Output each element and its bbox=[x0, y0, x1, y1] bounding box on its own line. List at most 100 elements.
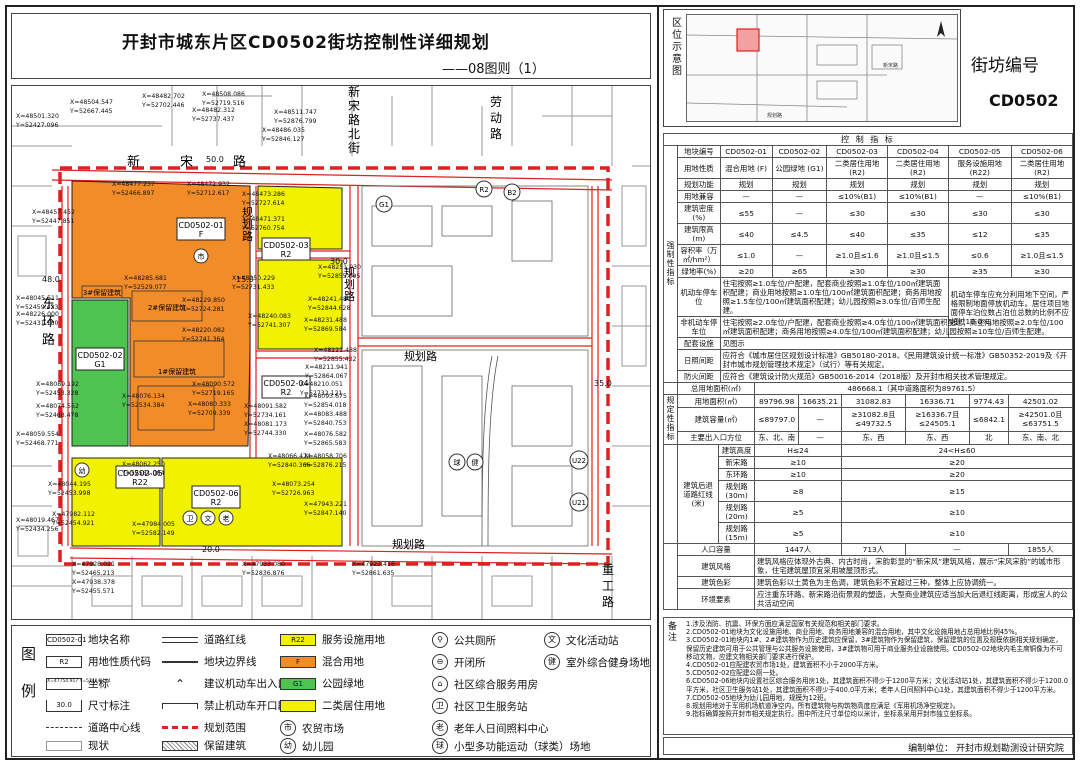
parcel-05-type: R22 bbox=[132, 478, 148, 487]
legend-ball-label: 小型多功能运动（球类）场地 bbox=[454, 740, 591, 753]
control-cell: 用地兼容 bbox=[677, 190, 721, 203]
coord-label: Y=52732.121 bbox=[299, 390, 342, 397]
notes: 备注 1.涉及消防、抗震、环保方面应满足国家有关规范和相关部门要求。2.CD05… bbox=[663, 617, 1073, 735]
inset-road-2: 规划路 bbox=[767, 112, 782, 119]
legend-res2-sample bbox=[280, 699, 316, 712]
width-50: 50.0 bbox=[206, 155, 224, 164]
control-cell bbox=[663, 382, 678, 395]
facility-markers: 市 幼 卫 文 老 球 健 G1 R2 B2 U22 U21 bbox=[74, 180, 589, 526]
parcel-cd0502-04[interactable] bbox=[257, 259, 343, 350]
market-marker: 市 bbox=[198, 252, 205, 261]
control-cell: 规划 bbox=[826, 178, 888, 191]
legend-land-code-label: 用地性质代码 bbox=[88, 656, 151, 668]
legend-dim-sample: 30.0 bbox=[46, 699, 82, 712]
coord-label: X=48058.706 bbox=[304, 453, 347, 460]
width-48: 48.0 bbox=[42, 275, 60, 284]
coordinate-labels: X=48504.547Y=52667.445X=48482.702Y=52702… bbox=[15, 91, 395, 595]
control-row: 规划功能规划规划规划规划规划规划 bbox=[664, 178, 1074, 191]
coord-label: Y=52846.127 bbox=[261, 136, 304, 143]
coord-label: X=48251.930 bbox=[318, 264, 361, 271]
control-cell: 容积率（万㎡/hm²） bbox=[677, 244, 721, 266]
coord-label: Y=52844.628 bbox=[307, 305, 350, 312]
width-35: 35.0 bbox=[594, 379, 612, 388]
coord-label: X=48226.000 bbox=[16, 311, 59, 318]
control-row: 建筑限高(m)≤40≤4.5≤40≤35≤12≤35 bbox=[664, 223, 1074, 245]
ball-marker: 球 bbox=[454, 458, 461, 467]
title-block: 开封市城东片区CD0502街坊控制性详细规划 ——08图则（1） bbox=[11, 13, 651, 79]
coord-label: Y=52468.771 bbox=[15, 440, 58, 447]
coord-label: X=48473.286 bbox=[242, 191, 285, 198]
legend-fitness-label: 室外综合健身场地 bbox=[566, 656, 650, 669]
parcel-01-type: F bbox=[199, 230, 204, 239]
width-20: 20.0 bbox=[202, 545, 220, 554]
compiler: 编制单位： 开封市规划勘测设计研究院 bbox=[663, 737, 1073, 755]
legend-existing: 现状 bbox=[46, 738, 109, 753]
control-cell: ≥1.0且≤1.5 bbox=[886, 244, 949, 266]
legend-existing-icon bbox=[46, 740, 82, 751]
road-guihua-mid-label: 规划路 bbox=[242, 205, 253, 243]
control-cell: 人口容量 bbox=[676, 543, 756, 556]
legend-comm-service-label: 社区综合服务用房 bbox=[454, 678, 538, 691]
legend-centerline: 道路中心线 bbox=[46, 720, 141, 735]
coord-label: Y=52431.180 bbox=[15, 320, 58, 327]
control-cell: 规划功能 bbox=[677, 178, 721, 191]
legend-mixed-label: 混合用地 bbox=[322, 656, 364, 668]
control-head-cell: 地块编号 bbox=[677, 145, 721, 158]
coord-label: X=48220.082 bbox=[182, 327, 225, 334]
control-cell: 配套设施 bbox=[677, 337, 721, 350]
legend-centerline-icon bbox=[46, 727, 82, 728]
parcel-06-type: R2 bbox=[211, 498, 222, 507]
control-cell: 42501.02 bbox=[1008, 393, 1073, 409]
control-cell: ≤10%(B1) bbox=[1010, 190, 1074, 203]
coord-label: Y=52741.307 bbox=[247, 322, 290, 329]
coord-label: X=48076.582 bbox=[304, 431, 347, 438]
coord-label: X=48045.511 bbox=[16, 295, 59, 302]
inset-site bbox=[736, 28, 760, 52]
control-row: 容积率（万㎡/hm²）≤1.0—≥1.0且≤1.6≥1.0且≤1.5≤0.6≥1… bbox=[664, 244, 1074, 266]
coord-label: X=48093.675 bbox=[304, 393, 347, 400]
road-guihua-south-label: 规划路 bbox=[392, 537, 425, 551]
legend-mixed-sample: F bbox=[280, 655, 316, 668]
coord-label: Y=52760.754 bbox=[241, 225, 284, 232]
coord-label: Y=52876.215 bbox=[303, 462, 346, 469]
control-wide-cell: 应符合《城市居住区规划设计标准》GB50180-2018、《民用建筑设计统一标准… bbox=[719, 349, 1074, 371]
notes-title: 备注 bbox=[668, 622, 678, 643]
coord-label: Y=52453.998 bbox=[47, 490, 90, 497]
coord-label: Y=52741.364 bbox=[181, 336, 224, 343]
coord-label: Y=52731.433 bbox=[231, 284, 274, 291]
road-widths: 50.0 48.0 15.0 30.0 35.0 20.0 bbox=[42, 155, 612, 554]
b2-marker: B2 bbox=[507, 189, 516, 197]
road-labels: 新宋路 东环路 规划路 规划路 重工路 劳动路 新宋路北街 规划路 规划路 bbox=[42, 86, 614, 609]
coord-label: X=48073.254 bbox=[272, 481, 315, 488]
control-cell: — bbox=[719, 190, 773, 203]
control-cell: 建筑后退道路红线(米) bbox=[676, 444, 720, 544]
control-cell: ≤35 bbox=[886, 223, 949, 245]
legend-entry-label: 建议机动车出入口 bbox=[204, 678, 288, 690]
inset-map[interactable]: 新宋路 规划路 bbox=[686, 14, 958, 122]
parcel-cd0502-03[interactable] bbox=[257, 185, 343, 250]
control-cell: 总用地面积(㎡) bbox=[676, 382, 756, 395]
inset-canvas: 新宋路 规划路 bbox=[687, 15, 957, 121]
control-row: 主要出入口方位东、北、南—东、西东、西北东、南、北 bbox=[664, 430, 1073, 446]
legend-parcel-name-sample: CD0502-01 bbox=[46, 633, 87, 646]
control-cell: 混合用地 (F) bbox=[719, 157, 773, 179]
road-xinsongbei-label: 新宋路北街 bbox=[348, 86, 360, 155]
control-row: 非机动车停车位住宅按照≥2.0车位/户配建，配套商业按照≥4.0车位/100㎡建… bbox=[664, 316, 1074, 338]
control-cell: 9774.43 bbox=[968, 393, 1010, 409]
parcel-cd0502-02[interactable] bbox=[71, 299, 129, 447]
parcel-05-code: CD0502-05 bbox=[117, 469, 162, 478]
control-cell: 规划 bbox=[771, 178, 828, 191]
coord-label: X=47984.005 bbox=[132, 521, 175, 528]
legend-entry: ⌃建议机动车出入口 bbox=[162, 676, 288, 691]
control-title: 控 制 指 标 bbox=[663, 133, 1073, 146]
coord-label: X=48019.467 bbox=[16, 517, 59, 524]
control-cell: 用地面积(㎡) bbox=[676, 393, 756, 409]
legend-comm-service: ⌂社区综合服务用房 bbox=[432, 676, 538, 692]
culture-marker: 文 bbox=[205, 514, 212, 523]
control-cell: 713人 bbox=[840, 543, 906, 556]
plan-map[interactable]: CD0502-01 F CD0502-02 G1 CD0502-03 R2 CD… bbox=[11, 85, 651, 620]
control-cell: — bbox=[947, 190, 1012, 203]
